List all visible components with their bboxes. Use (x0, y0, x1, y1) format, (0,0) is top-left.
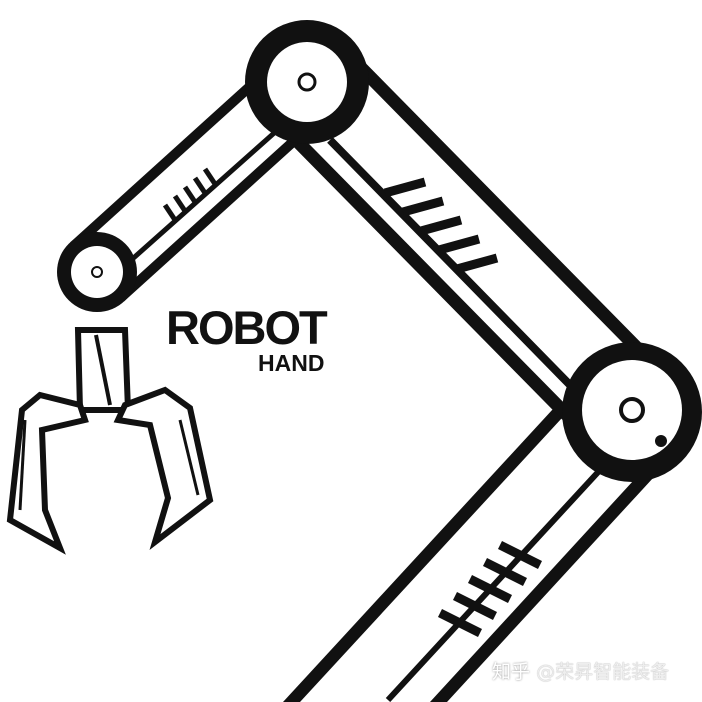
joint-left (57, 232, 137, 312)
title-robot: ROBOT (166, 301, 328, 354)
gripper (6, 327, 214, 555)
title-hand: HAND (258, 350, 325, 376)
watermark-site: 知乎 (492, 661, 531, 683)
watermark-handle: @荣昇智能装备 (536, 661, 670, 683)
upper-arm-right (267, 43, 672, 451)
joint-right (562, 342, 702, 482)
joint-top (245, 20, 369, 144)
watermark: 知乎 @荣昇智能装备 (492, 660, 669, 684)
